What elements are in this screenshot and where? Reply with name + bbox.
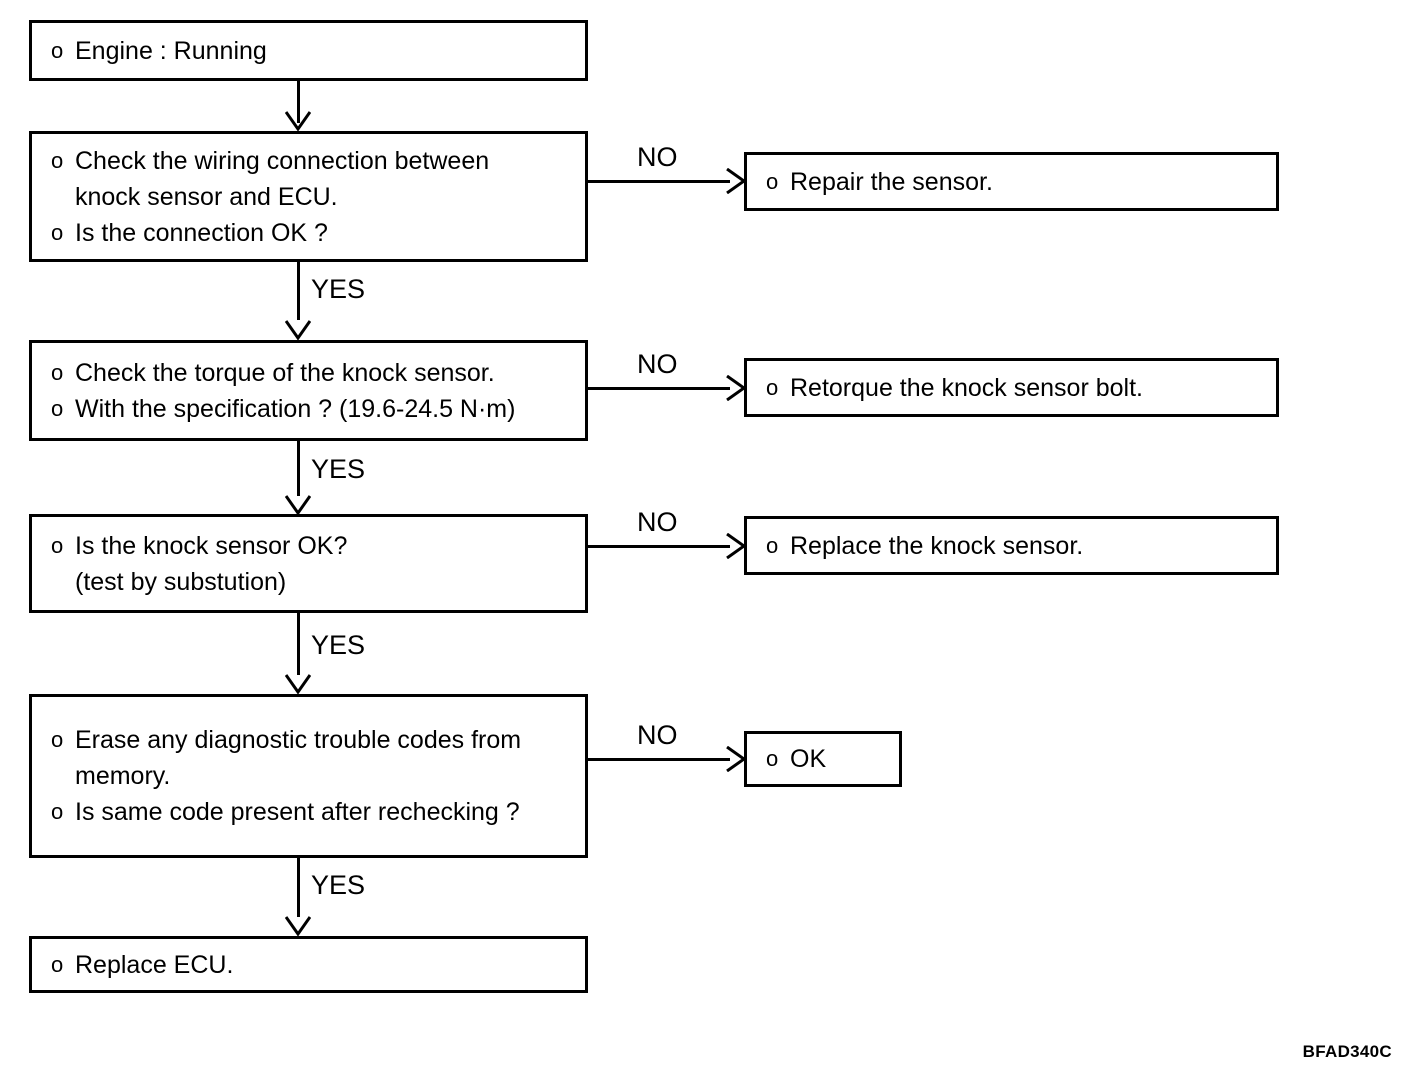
node-text: OK [790,745,827,773]
arrowhead-down-icon [285,674,311,694]
node-text: Replace ECU. [75,950,234,979]
node-line: o With the specification ? (19.6-24.5 N·… [32,391,585,427]
node-engine-running: o Engine : Running [29,20,588,81]
node-check-wiring-connection: o Check the wiring connection between kn… [29,131,588,262]
arrowhead-right-icon [726,375,746,401]
node-check-torque: o Check the torque of the knock sensor. … [29,340,588,441]
connector-sensor-ok-to-erase [297,613,300,675]
node-text: Replace the knock sensor. [790,531,1084,560]
node-line: o Retorque the knock sensor bolt. [747,370,1276,406]
node-text: (test by substution) [75,567,287,596]
connector-torque-to-retorque [588,387,730,390]
arrowhead-right-icon [726,168,746,194]
node-line: o Check the torque of the knock sensor. [32,355,585,391]
node-repair-sensor: o Repair the sensor. [744,152,1279,211]
bullet-marker: o [51,147,64,173]
bullet-marker: o [766,532,779,558]
connector-erase-to-ok [588,758,730,761]
arrowhead-right-icon [726,533,746,559]
node-text: memory. [75,762,171,790]
figure-code: BFAD340C [1302,1042,1392,1061]
node-replace-knock-sensor: o Replace the knock sensor. [744,516,1279,575]
connector-wiring-to-torque [297,262,300,320]
node-line: o Check the wiring connection between [32,143,585,179]
node-text: Check the wiring connection between [75,146,490,175]
edge-label-no: NO [637,142,678,172]
node-text: knock sensor and ECU. [75,182,338,211]
node-line: o Engine : Running [32,33,585,69]
bullet-marker: o [51,532,64,558]
edge-label-no: NO [637,349,678,379]
arrowhead-down-icon [285,320,311,340]
node-text: Is the knock sensor OK? [75,531,348,560]
node-text: With the specification ? (19.6-24.5 N·m) [75,394,516,423]
bullet-marker: o [51,219,64,245]
arrowhead-down-icon [285,495,311,515]
arrowhead-down-icon [285,111,311,131]
node-line: o Is the connection OK ? [32,215,585,251]
bullet-marker: o [766,746,779,771]
node-line: o Is same code present after rechecking … [32,794,585,830]
connector-erase-to-replace-ecu [297,858,300,917]
node-is-knock-sensor-ok: o Is the knock sensor OK? (test by subst… [29,514,588,613]
node-text: Retorque the knock sensor bolt. [790,373,1143,402]
node-line: knock sensor and ECU. [32,179,585,215]
node-line: o Replace the knock sensor. [747,528,1276,564]
arrowhead-right-icon [726,746,746,772]
node-text: Repair the sensor. [790,167,993,196]
node-line: o Is the knock sensor OK? [32,528,585,564]
node-line: o Erase any diagnostic trouble codes fro… [32,722,585,758]
edge-label-no: NO [637,507,678,537]
node-retorque-knock-sensor-bolt: o Retorque the knock sensor bolt. [744,358,1279,417]
bullet-marker: o [51,951,64,977]
bullet-marker: o [766,374,779,400]
bullet-marker: o [51,727,64,752]
connector-engine-to-wiring [297,81,300,123]
node-text: Check the torque of the knock sensor. [75,358,495,387]
bullet-marker: o [51,37,64,63]
node-line: (test by substution) [32,564,585,600]
connector-torque-to-sensor-ok [297,441,300,496]
node-text: Is same code present after rechecking ? [75,798,520,826]
edge-label-yes: YES [311,274,366,304]
node-erase-trouble-codes: o Erase any diagnostic trouble codes fro… [29,694,588,858]
edge-label-yes: YES [311,870,366,900]
node-line: o OK [747,741,899,777]
node-replace-ecu: o Replace ECU. [29,936,588,993]
bullet-marker: o [51,395,64,421]
edge-label-no: NO [637,720,678,750]
edge-label-yes: YES [311,630,366,660]
connector-wiring-to-repair [588,180,730,183]
connector-sensor-ok-to-replace-sensor [588,545,730,548]
node-text: Erase any diagnostic trouble codes from [75,726,522,754]
bullet-marker: o [766,168,779,194]
node-ok: o OK [744,731,902,787]
bullet-marker: o [51,359,64,385]
edge-label-yes: YES [311,454,366,484]
bullet-marker: o [51,799,64,824]
node-line: memory. [32,758,585,794]
node-text: Engine : Running [75,36,267,65]
arrowhead-down-icon [285,916,311,936]
node-text: Is the connection OK ? [75,218,328,247]
node-line: o Replace ECU. [32,947,585,983]
node-line: o Repair the sensor. [747,164,1276,200]
